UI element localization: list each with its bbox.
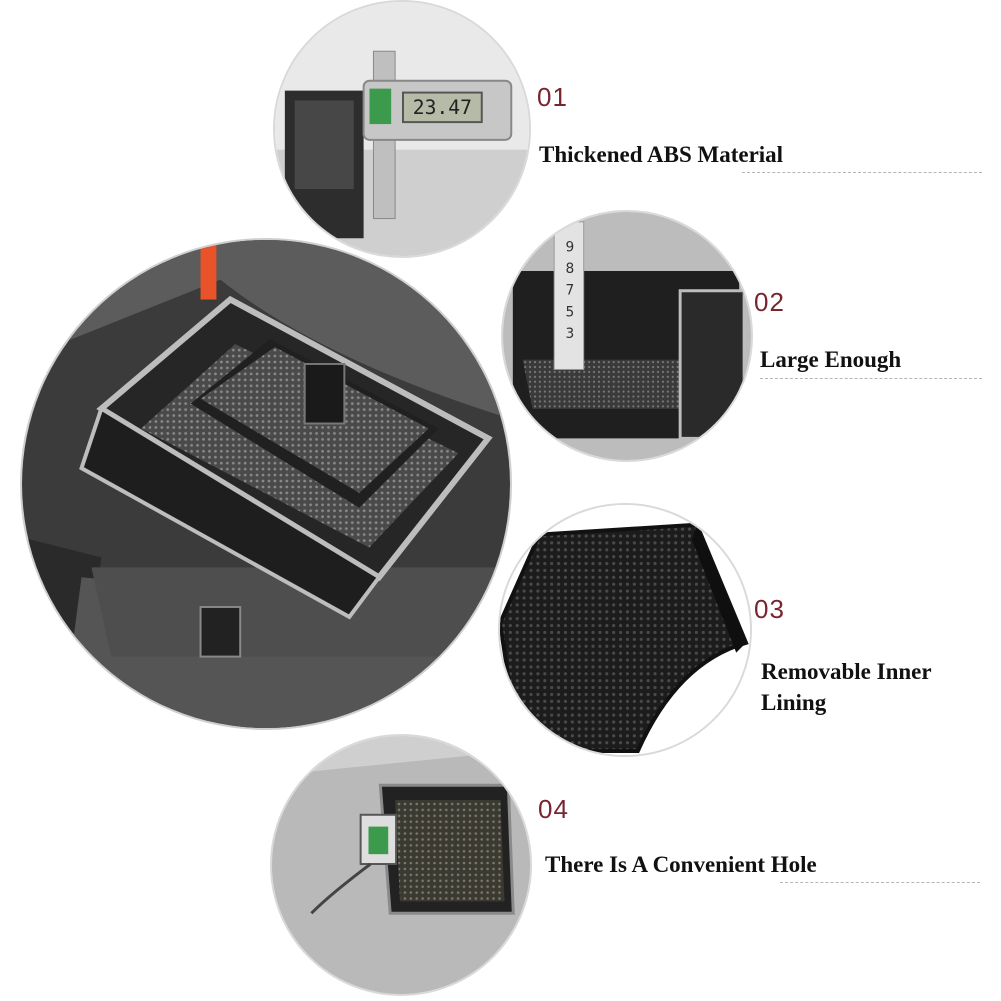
feature-4-photo	[270, 734, 532, 996]
caliper-reading: 23.47	[413, 96, 472, 119]
feature-2-number: 02	[754, 287, 785, 317]
feature-1-number: 01	[537, 82, 568, 112]
ruler-icon: 9 8 7 5 3	[503, 212, 751, 460]
svg-text:7: 7	[566, 283, 575, 299]
feature-1-photo: 23.47	[273, 0, 531, 258]
feature-1-label: Thickened ABS Material	[539, 142, 784, 167]
feature-1-divider	[742, 172, 982, 173]
svg-text:8: 8	[566, 261, 575, 277]
feature-3-number: 03	[754, 594, 785, 624]
feature-4-number: 04	[538, 794, 569, 824]
armrest-tray-illustration	[22, 240, 510, 728]
rubber-liner-icon	[500, 505, 750, 755]
main-product-photo	[20, 238, 512, 730]
svg-text:5: 5	[566, 304, 575, 320]
charging-hole-icon	[272, 736, 530, 994]
caliper-icon: 23.47	[275, 2, 529, 256]
feature-4-divider	[780, 882, 980, 883]
feature-2-label: Large Enough	[760, 347, 902, 372]
feature-3-label-line2: Lining	[761, 690, 827, 715]
feature-2-divider	[760, 378, 982, 379]
feature-4-label: There Is A Convenient Hole	[545, 852, 817, 877]
feature-3-photo	[498, 503, 752, 757]
feature-2-photo: 9 8 7 5 3	[501, 210, 753, 462]
feature-3-label-line1: Removable Inner	[761, 659, 932, 684]
svg-text:9: 9	[566, 239, 575, 255]
svg-text:3: 3	[566, 326, 575, 342]
